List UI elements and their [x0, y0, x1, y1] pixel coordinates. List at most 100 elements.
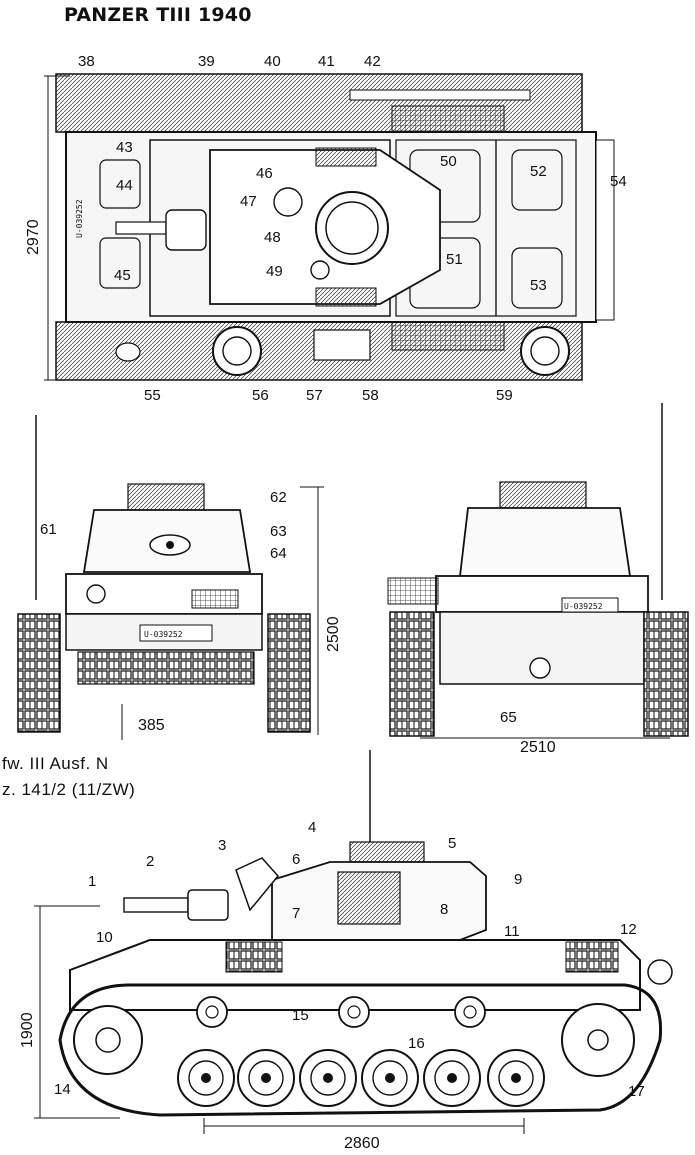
cupola-hatch	[325, 201, 379, 255]
callout-16: 16	[408, 1035, 425, 1052]
top-view: 2970	[25, 53, 627, 404]
headlight-front	[86, 584, 106, 604]
callout-2: 2	[146, 853, 154, 870]
callout-39: 39	[198, 53, 215, 70]
exhaust-muffler-side	[647, 959, 673, 985]
caption-model: fw. III Ausf. N	[2, 754, 109, 773]
track-run-side	[58, 983, 663, 1117]
drive-sprocket-side	[73, 1005, 143, 1075]
gun-mantlet-top	[165, 209, 207, 251]
caption-chassis: z. 141/2 (11/ZW)	[2, 780, 136, 799]
idler-wheel-side	[561, 1003, 635, 1077]
cupola-side	[349, 841, 425, 863]
callout-14: 14	[54, 1081, 71, 1098]
callout-5: 5	[448, 835, 456, 852]
port-49	[310, 260, 330, 280]
hatch-53	[511, 247, 563, 309]
plate-front: U-039252	[144, 630, 183, 639]
front-sprocket-top	[212, 326, 262, 376]
callout-51: 51	[446, 251, 463, 268]
turret-rear	[458, 507, 632, 577]
callout-53: 53	[530, 277, 547, 294]
callout-6: 6	[292, 851, 300, 868]
rear-view: U-039252 2510 65	[387, 403, 689, 756]
tow-cable	[349, 89, 531, 101]
gun-barrel-side	[123, 897, 189, 913]
rear-plate	[595, 139, 615, 321]
callout-50: 50	[440, 153, 457, 170]
gun-barrel-top	[115, 221, 167, 235]
rear-deck	[495, 139, 577, 317]
callout-15: 15	[292, 1007, 309, 1024]
callout-52: 52	[530, 163, 547, 180]
engine-grille-lower	[391, 321, 505, 351]
vision-port-side	[235, 857, 279, 912]
spare-wheel-rear	[387, 577, 439, 605]
callout-4: 4	[308, 819, 316, 836]
callout-41: 41	[318, 53, 335, 70]
callout-9: 9	[514, 871, 522, 888]
plate-top: U-039252	[75, 199, 84, 238]
dim-ground-offset: 385	[138, 717, 165, 734]
plate-rear: U-039252	[564, 602, 603, 611]
dim-height-front: 2500	[325, 616, 342, 652]
return-roller	[338, 996, 370, 1028]
callout-65: 65	[500, 709, 517, 726]
left-track-front	[17, 613, 61, 733]
cupola-rear	[499, 481, 587, 509]
callout-40: 40	[264, 53, 281, 70]
dim-height-side: 1900	[19, 1012, 36, 1048]
stowage-bin-lower	[315, 287, 377, 307]
callout-64: 64	[270, 545, 287, 562]
headlight-55	[115, 342, 141, 362]
return-roller	[454, 996, 486, 1028]
callout-54: 54	[610, 173, 627, 190]
callout-8: 8	[440, 901, 448, 918]
callout-38: 38	[78, 53, 95, 70]
right-track-front	[267, 613, 311, 733]
callout-47: 47	[240, 193, 257, 210]
callout-59: 59	[496, 387, 513, 404]
callout-49: 49	[266, 263, 283, 280]
tail-light-rear	[529, 657, 551, 679]
rear-callouts: 65	[500, 709, 517, 726]
turret-stowage-side	[337, 871, 401, 925]
spare-track-rear-side	[565, 941, 619, 973]
idler-top	[520, 326, 570, 376]
callout-61: 61	[40, 521, 57, 538]
spare-track-front	[77, 651, 255, 685]
road-wheels	[177, 1049, 545, 1107]
callout-57: 57	[306, 387, 323, 404]
callout-12: 12	[620, 921, 637, 938]
callout-43: 43	[116, 139, 133, 156]
stowage-46	[315, 147, 377, 167]
callout-55: 55	[144, 387, 161, 404]
gun-mantlet-side	[187, 889, 229, 921]
dim-hull-width: 2970	[25, 219, 42, 255]
callout-46: 46	[256, 165, 273, 182]
fender-box-58	[313, 329, 371, 361]
callout-45: 45	[114, 267, 131, 284]
return-rollers	[196, 996, 486, 1028]
engine-grille-upper	[391, 105, 505, 135]
callout-42: 42	[364, 53, 381, 70]
callout-63: 63	[270, 523, 287, 540]
right-track-rear	[643, 611, 689, 737]
callout-10: 10	[96, 929, 113, 946]
callout-44: 44	[116, 177, 133, 194]
hatch-52	[511, 149, 563, 211]
hatch-45	[99, 237, 141, 289]
hatch-44	[99, 159, 141, 209]
vent-47	[273, 187, 303, 217]
callout-58: 58	[362, 387, 379, 404]
dim-wheelbase: 2860	[344, 1135, 380, 1152]
cupola-front	[127, 483, 205, 513]
spare-track-side	[225, 941, 283, 973]
left-track-rear	[389, 611, 435, 737]
spare-wheel-front	[191, 589, 239, 609]
sheet-title: PANZER TIII 1940	[64, 4, 252, 26]
